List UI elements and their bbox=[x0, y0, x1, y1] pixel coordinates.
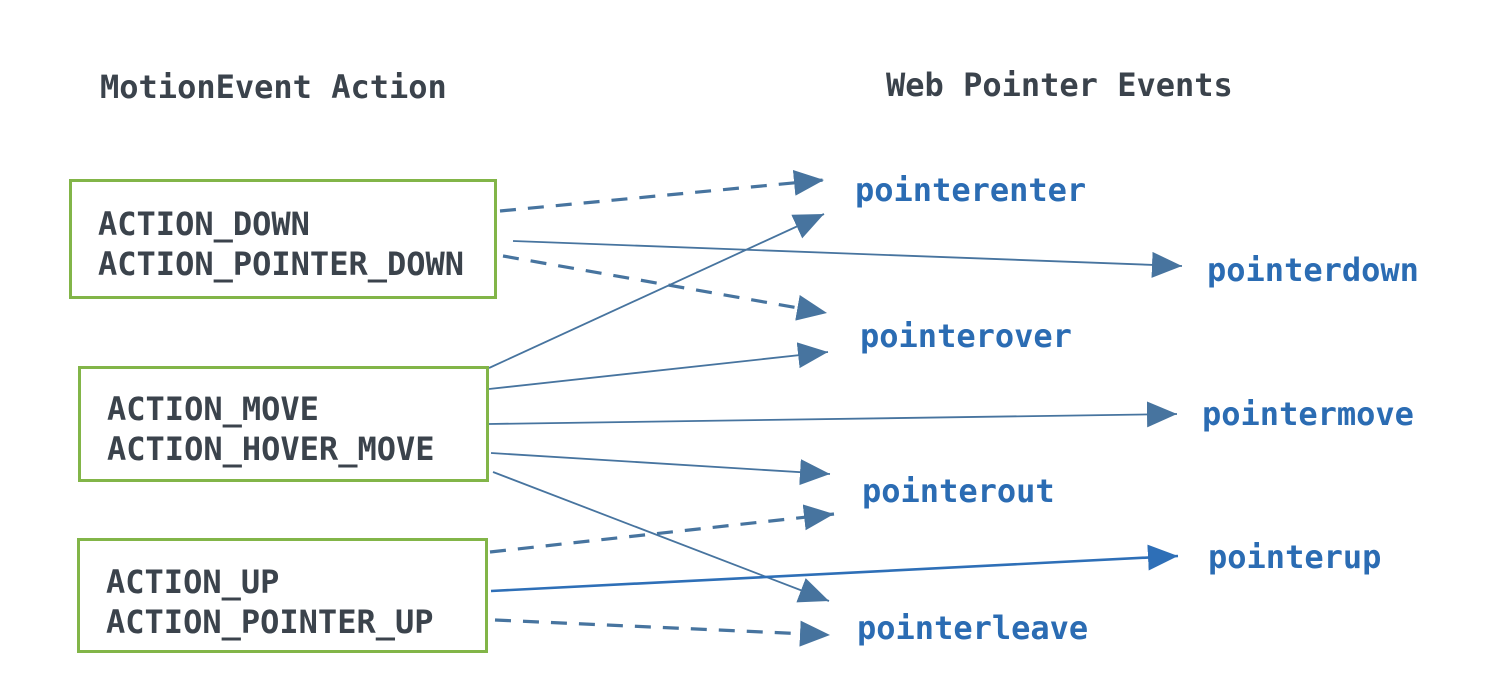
connection-pointerover-dashed bbox=[502, 254, 828, 321]
column-header-web-pointer-events: Web Pointer Events bbox=[886, 66, 1233, 104]
event-label-pointermove: pointermove bbox=[1202, 395, 1414, 433]
connection-pointerenter-dashed bbox=[499, 169, 825, 213]
event-label-pointerdown: pointerdown bbox=[1207, 251, 1419, 289]
action-box-move: ACTION_MOVE ACTION_HOVER_MOVE bbox=[78, 366, 489, 482]
action-box-down: ACTION_DOWN ACTION_POINTER_DOWN bbox=[69, 179, 497, 299]
connection-pointermove-solid bbox=[488, 401, 1178, 428]
action-label: ACTION_UP bbox=[106, 563, 280, 601]
action-label: ACTION_POINTER_DOWN bbox=[98, 245, 465, 283]
connection-pointerenter-solid bbox=[488, 213, 825, 369]
column-header-motionevent: MotionEvent Action bbox=[100, 68, 447, 106]
action-label: ACTION_DOWN bbox=[98, 205, 310, 243]
action-label: ACTION_POINTER_UP bbox=[106, 603, 434, 641]
connection-pointerup-solid bbox=[490, 544, 1179, 593]
connection-pointerover-solid bbox=[488, 342, 829, 390]
connection-pointerout-solid bbox=[490, 452, 831, 486]
event-label-pointerleave: pointerleave bbox=[857, 609, 1089, 647]
event-label-pointerenter: pointerenter bbox=[855, 171, 1087, 209]
connection-pointerdown-solid bbox=[512, 240, 1183, 278]
action-label: ACTION_MOVE bbox=[107, 390, 319, 428]
connection-pointerout-dashed bbox=[489, 504, 835, 554]
action-label: ACTION_HOVER_MOVE bbox=[107, 430, 435, 468]
connection-pointerleave-solid bbox=[492, 471, 830, 603]
event-label-pointerover: pointerover bbox=[860, 317, 1072, 355]
connection-pointerleave-dashed bbox=[494, 618, 831, 647]
event-label-pointerout: pointerout bbox=[862, 472, 1055, 510]
event-label-pointerup: pointerup bbox=[1208, 538, 1382, 576]
action-box-up: ACTION_UP ACTION_POINTER_UP bbox=[77, 538, 488, 653]
